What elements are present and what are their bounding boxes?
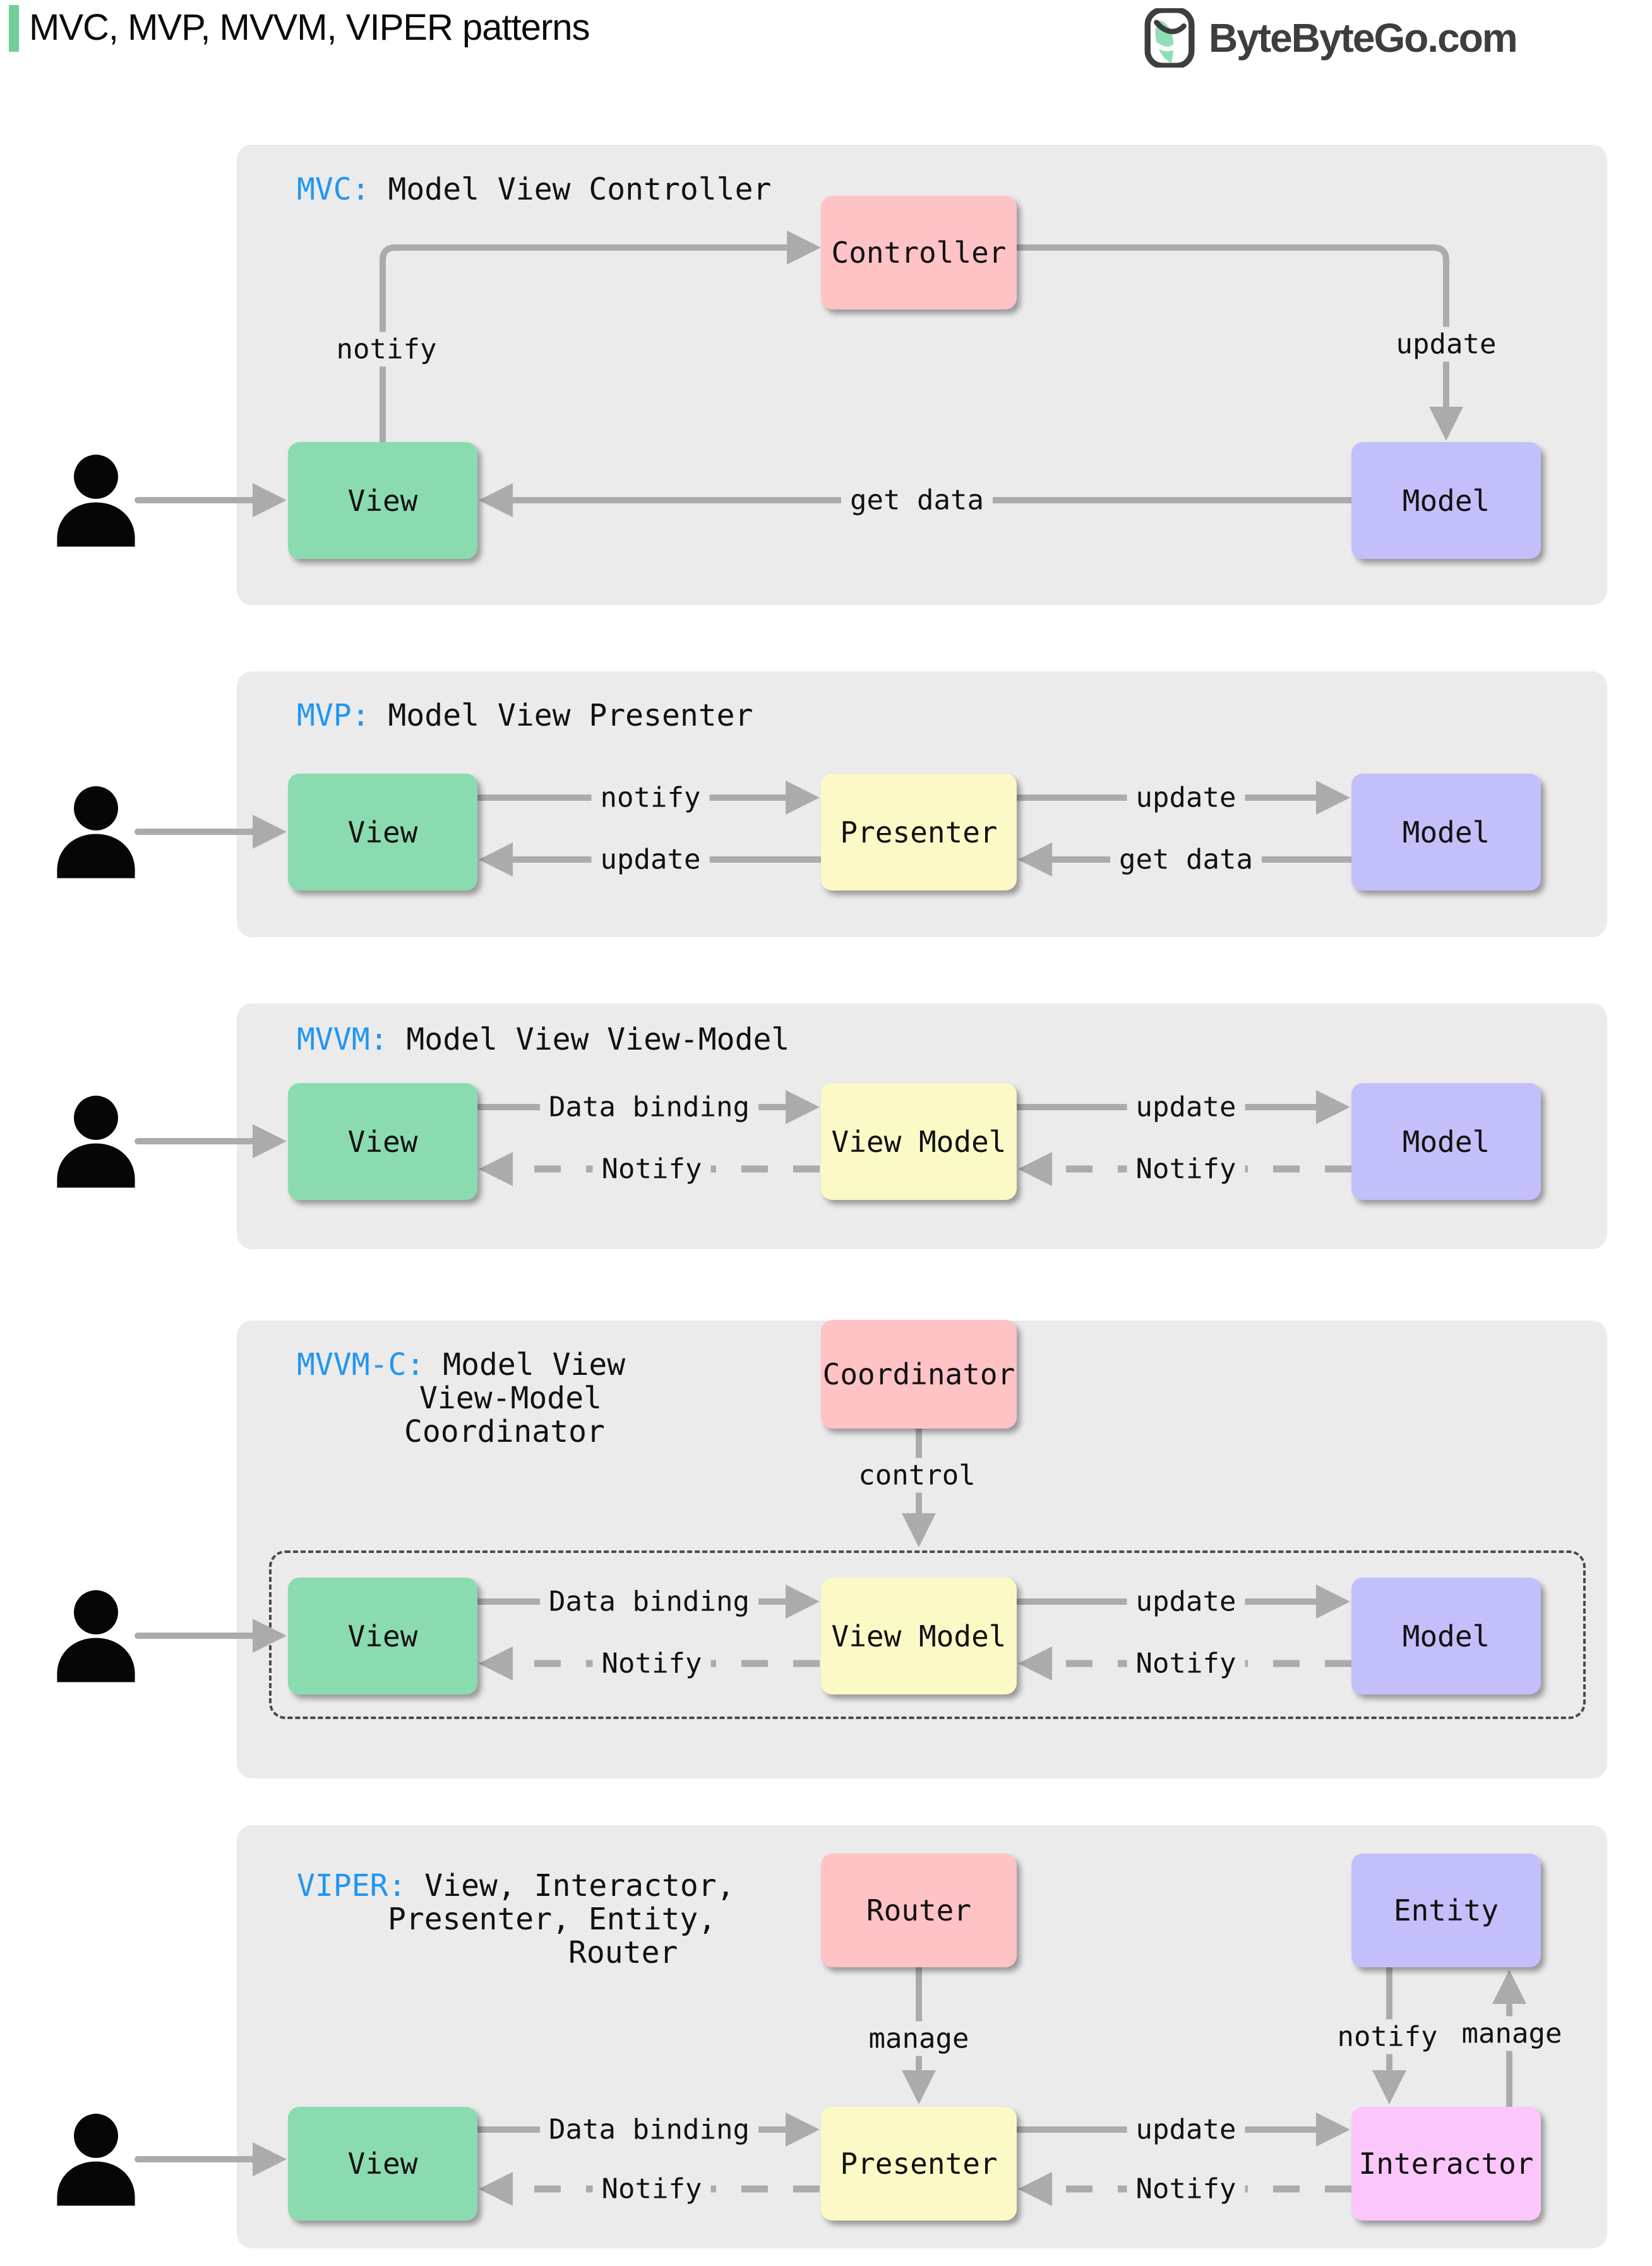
user-icon — [57, 1095, 135, 1188]
viper-desc-line1: View, Interactor, — [424, 1868, 735, 1903]
mvc-caption: MVC: Model View Controller — [297, 172, 771, 207]
mvvmc-caption-line1: MVVM-C: Model View — [297, 1347, 625, 1382]
edge-label-notify: Notify — [592, 2171, 711, 2207]
mvvmc-caption-line3: Coordinator — [404, 1414, 605, 1449]
edge-label-notify: Notify — [1127, 1646, 1245, 1681]
page-title: MVC, MVP, MVVM, VIPER patterns — [29, 7, 590, 48]
edge-label-data-binding: Data binding — [540, 2112, 758, 2147]
user-icon — [57, 454, 135, 547]
node-mvvm-model: Model — [1351, 1083, 1541, 1200]
mvp-desc: Model View Presenter — [388, 698, 753, 733]
edge-label-data-binding: Data binding — [540, 1089, 758, 1125]
mvvmc-caption-line2: View-Model — [419, 1381, 602, 1416]
edge-label-notify: notify — [1328, 2019, 1447, 2054]
edge-label-update: update — [591, 842, 710, 877]
edge-label-get-data: get data — [841, 483, 993, 518]
edge-label-notify: Notify — [1127, 1151, 1245, 1187]
edge-label-notify: Notify — [1127, 2171, 1245, 2207]
node-mvvm-view: View — [288, 1083, 477, 1200]
brand-name: ByteByteGo.com — [1209, 15, 1518, 61]
viper-caption-line1: VIPER: View, Interactor, — [297, 1868, 735, 1903]
node-mvp-view: View — [288, 774, 477, 890]
edge-label-update: update — [1127, 1089, 1245, 1125]
mvp-tag: MVP: — [297, 698, 370, 733]
viper-tag: VIPER: — [297, 1868, 407, 1903]
node-router: Router — [821, 1854, 1017, 1967]
brand-lockup: ByteByteGo.com — [1140, 8, 1518, 68]
node-viper-presenter: Presenter — [821, 2107, 1017, 2221]
edge-label-notify: Notify — [592, 1151, 711, 1187]
edge-label-data-binding: Data binding — [540, 1584, 758, 1619]
edge-label-update: update — [1387, 327, 1505, 362]
edge-label-notify: Notify — [592, 1646, 711, 1681]
edge-label-manage: manage — [859, 2021, 978, 2056]
edge-label-update: update — [1127, 2112, 1245, 2147]
edge-label-update: update — [1127, 780, 1245, 815]
node-controller: Controller — [821, 196, 1017, 309]
node-mvc-view: View — [288, 442, 477, 559]
mvvmc-tag: MVVM-C: — [297, 1347, 425, 1382]
edge-label-notify: notify — [327, 332, 446, 367]
user-icon — [57, 786, 135, 878]
node-mvvmc-view-model: View Model — [821, 1578, 1017, 1694]
node-mvp-presenter: Presenter — [821, 774, 1017, 890]
mvvm-desc: Model View View-Model — [406, 1022, 790, 1057]
mvc-desc: Model View Controller — [388, 172, 772, 207]
edge-label-get-data: get data — [1110, 842, 1262, 877]
viper-caption-line2: Presenter, Entity, — [388, 1902, 717, 1937]
node-mvvm-view-model: View Model — [821, 1083, 1017, 1200]
user-icon — [57, 2113, 135, 2206]
node-coordinator: Coordinator — [821, 1320, 1017, 1429]
mvvm-tag: MVVM: — [297, 1022, 388, 1057]
node-viper-view: View — [288, 2107, 477, 2221]
node-mvc-model: Model — [1351, 442, 1541, 559]
edge-label-control: control — [849, 1458, 985, 1493]
node-mvvmc-model: Model — [1351, 1578, 1541, 1694]
bytebytego-logo-icon — [1144, 8, 1195, 68]
mvvmc-desc-line1: Model View — [443, 1347, 626, 1382]
user-icon — [57, 1590, 135, 1682]
mvc-tag: MVC: — [297, 172, 370, 207]
node-entity: Entity — [1351, 1854, 1541, 1967]
title-accent-bar — [9, 5, 19, 52]
mvvm-caption: MVVM: Model View View-Model — [297, 1022, 789, 1057]
viper-caption-line3: Router — [568, 1935, 678, 1970]
edge-label-manage: manage — [1452, 2016, 1571, 2051]
node-mvp-model: Model — [1351, 774, 1541, 890]
edge-label-notify: notify — [591, 780, 710, 815]
mvp-caption: MVP: Model View Presenter — [297, 698, 753, 733]
node-mvvmc-view: View — [288, 1578, 477, 1694]
edge-label-update: update — [1127, 1584, 1245, 1619]
node-interactor: Interactor — [1351, 2107, 1541, 2221]
